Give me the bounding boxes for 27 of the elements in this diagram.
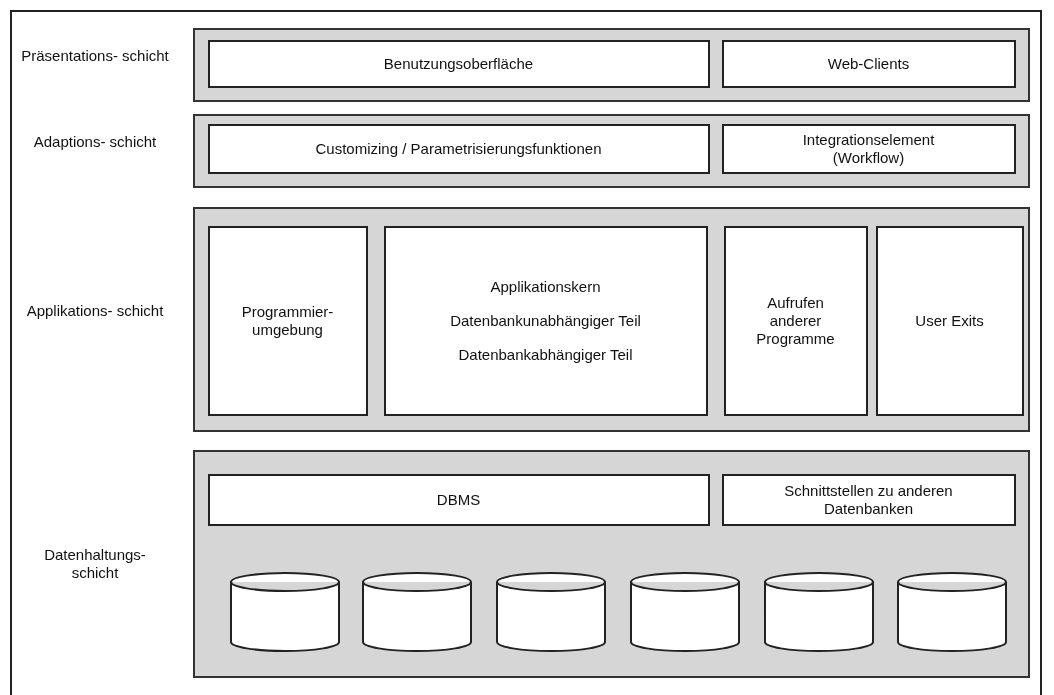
layer-label: Applikations- schicht xyxy=(25,301,165,320)
component-text: Datenbankabhängiger Teil xyxy=(458,345,633,364)
component-box: User Exits xyxy=(875,225,1024,416)
layer-label: Präsentations- schicht xyxy=(20,47,170,65)
database-cylinder xyxy=(361,571,472,652)
component-box: Programmier- umgebung xyxy=(207,225,368,416)
database-cylinder xyxy=(495,571,606,652)
component-box: DBMS xyxy=(207,473,710,526)
component-box: Integrationselement (Workflow) xyxy=(721,123,1016,174)
database-cylinder xyxy=(763,571,874,652)
component-box: Customizing / Parametrisierungsfunktionen xyxy=(207,123,710,174)
layer-label: Datenhaltungs- schicht xyxy=(43,546,147,582)
component-box: Benutzungsoberfläche xyxy=(207,39,710,88)
component-box: Aufrufen anderer Programme xyxy=(723,225,868,416)
database-cylinder xyxy=(896,571,1007,652)
layer-band xyxy=(193,450,1030,678)
layer-band xyxy=(193,114,1030,188)
layer-band xyxy=(193,28,1030,102)
database-cylinder xyxy=(229,571,340,652)
component-text: Datenbankunabhängiger Teil xyxy=(450,311,641,330)
component-box xyxy=(383,225,708,416)
layer-band xyxy=(193,207,1030,432)
component-text: Applikationskern xyxy=(490,277,601,296)
layer-label: Adaptions- schicht xyxy=(32,133,158,151)
component-box: Schnittstellen zu anderen Datenbanken xyxy=(721,473,1016,526)
component-box: Web-Clients xyxy=(721,39,1016,88)
database-cylinder xyxy=(629,571,740,652)
